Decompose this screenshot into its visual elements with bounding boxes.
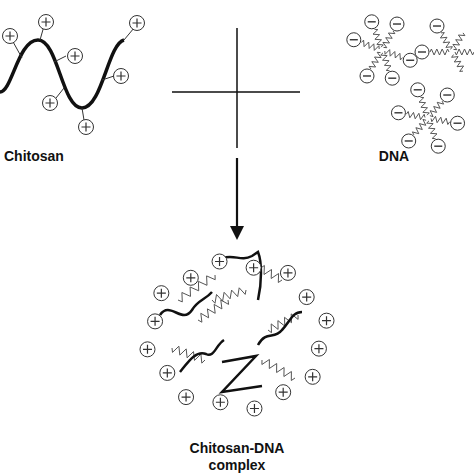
dna-coil [430,101,444,117]
positive-charge [319,313,334,328]
dna-coil [198,300,229,322]
reaction-arrow [236,158,238,228]
dna-coil [430,49,449,55]
dna-coil [373,29,383,47]
plus-sign [172,28,300,148]
dna-micelles [347,15,474,153]
complex-label: Chitosan-DNA complex [182,440,292,474]
positive-charge [247,401,262,416]
positive-charge [140,342,155,357]
chitosan-chain [222,252,261,300]
chitosan-label: Chitosan [4,148,64,165]
positive-charge [154,286,169,301]
dna-coil [369,52,381,69]
positive-charge [276,385,291,400]
negative-charge [347,33,361,47]
dna-coil [419,97,429,115]
dna-coil [427,121,437,139]
positive-charge [246,260,261,275]
chitosan-chain [258,312,302,345]
negative-charge [390,17,404,31]
negative-charge [402,134,416,148]
positive-charge [305,369,320,384]
negative-charge [411,83,425,97]
dna-coil [383,31,395,48]
negative-charge [365,15,379,29]
negative-charge [451,116,465,130]
negative-charge [360,69,374,83]
dna-coil [452,55,464,72]
negative-charge [430,19,444,33]
positive-charge [179,390,194,405]
complex-structure [140,252,334,416]
positive-charge [148,314,163,329]
negative-charge [385,71,399,85]
negative-charge [415,45,429,59]
positive-charges [3,15,145,135]
dna-coil [381,53,391,71]
dna-coil [412,119,426,134]
positive-charge [299,290,314,305]
arrow-head [230,226,244,240]
dna-coil [455,49,474,55]
chitosan-chain [222,356,262,392]
side-chains [12,26,134,120]
negative-charge [391,106,405,120]
positive-charge [212,254,227,269]
negative-charge [440,88,454,102]
negative-charge [403,53,417,67]
dna-coil [440,33,452,50]
negative-charge [431,139,445,153]
dna-coil [262,360,295,381]
dna-coil [453,33,465,50]
positive-charge [160,365,175,380]
positive-charge [183,270,198,285]
dna-coil [361,40,379,50]
chitosan-chain [0,40,124,108]
chitosan-chain [180,340,224,372]
positive-charge [213,395,228,410]
dna-label: DNA [379,148,409,165]
dna-coil [212,288,246,304]
dna-coil [385,50,403,60]
positive-charge [311,341,326,356]
positive-charge [280,265,295,280]
